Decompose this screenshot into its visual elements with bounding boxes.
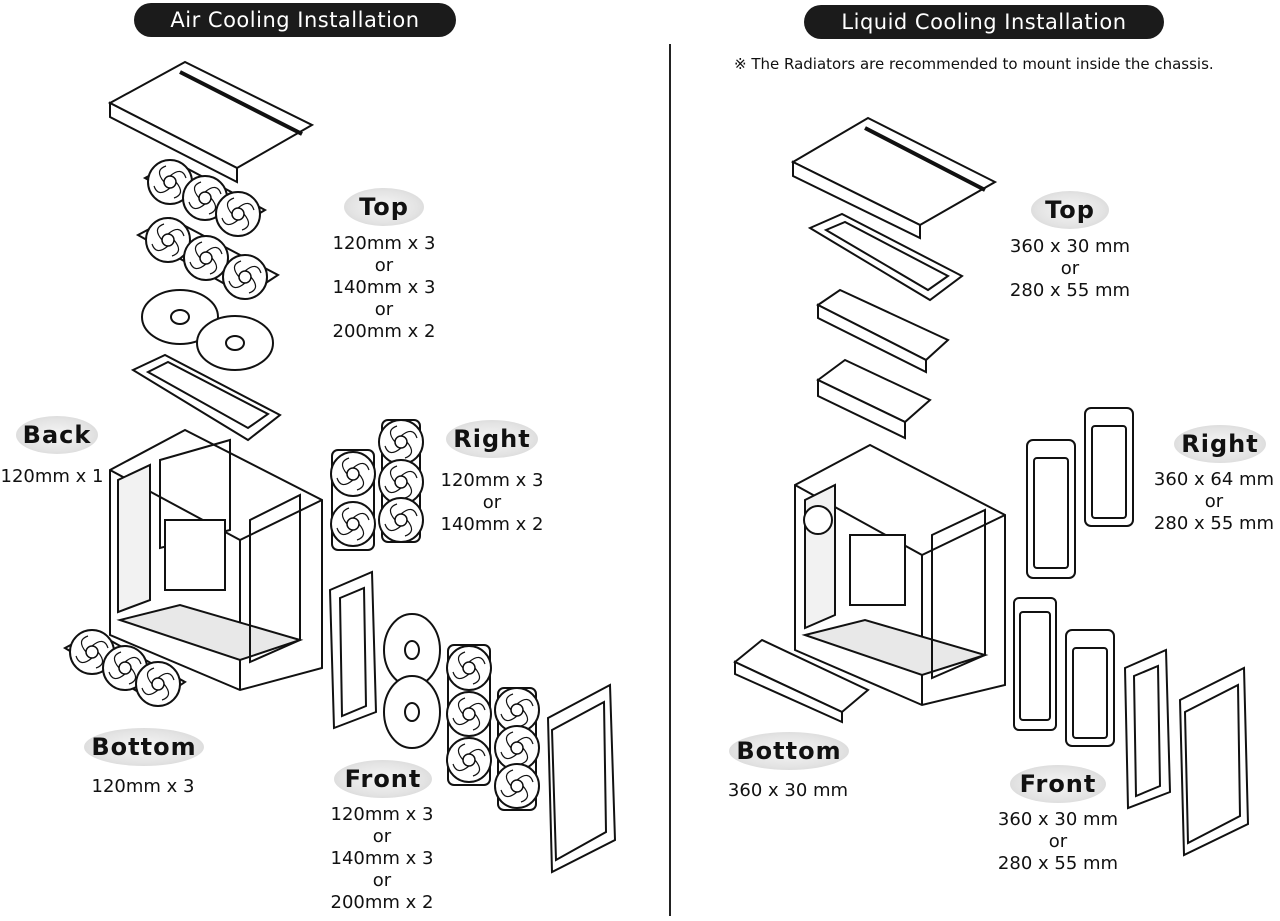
air-front-spec-line: 200mm x 2 [330,892,434,913]
liquid-right-label: Right [1174,425,1266,463]
liquid-right-spec-line: or [1204,491,1224,512]
air-top-spec-line: 120mm x 3 [332,233,436,254]
liquid-front-radiators-drawing [1013,597,1115,747]
air-front-fans-200mm-drawing [383,613,441,749]
air-right-spec-line: 140mm x 2 [440,514,544,535]
air-right-label: Right [446,420,538,458]
air-bottom-label: Bottom [84,728,204,766]
liquid-cooling-title: Liquid Cooling Installation [804,5,1164,39]
liquid-front-specs: 360 x 30 mm or 280 x 55 mm [986,809,1130,875]
air-back-specs: 120mm x 1 [0,466,104,488]
air-top-spec-line: 200mm x 2 [332,321,436,342]
air-bottom-specs: 120mm x 3 [80,776,206,798]
air-right-fans-drawing [330,419,424,551]
liquid-top-spec-line: 280 x 55 mm [1009,280,1131,301]
liquid-bottom-label: Bottom [729,732,849,770]
liquid-right-radiators-drawing [1026,407,1134,579]
liquid-top-label: Top [1031,191,1109,229]
air-back-spec-line: 120mm x 1 [0,466,104,487]
liquid-front-spec-line: 360 x 30 mm [997,809,1119,830]
air-right-spec-line: or [482,492,502,513]
air-chassis-drawing [109,428,323,692]
liquid-top-specs: 360 x 30 mm or 280 x 55 mm [996,236,1144,302]
air-front-bracket-drawing [328,570,378,730]
liquid-front-panel-drawing [1178,666,1250,857]
air-front-spec-line: 120mm x 3 [330,804,434,825]
liquid-bottom-radiator-drawing [733,638,870,724]
air-top-fans-140mm-drawing [135,216,280,300]
air-top-spec-line: or [374,255,394,276]
air-right-spec-line: 120mm x 3 [440,470,544,491]
air-top-spec-line: 140mm x 3 [332,277,436,298]
air-top-fans-200mm-drawing [141,289,274,371]
air-front-panel-drawing [546,683,617,874]
liquid-mount-note: ※ The Radiators are recommended to mount… [734,55,1214,73]
air-front-spec-line: or [372,870,392,891]
air-top-bracket-drawing [130,353,282,442]
air-cooling-title: Air Cooling Installation [134,3,456,37]
air-front-specs: 120mm x 3 or 140mm x 3 or 200mm x 2 [316,804,448,914]
liquid-front-bracket-drawing [1123,648,1172,810]
liquid-top-radiator-360-drawing [816,288,950,374]
air-top-panel-drawing [107,60,315,184]
liquid-top-spec-line: or [1060,258,1080,279]
liquid-chassis-drawing [794,443,1006,707]
liquid-front-spec-line: 280 x 55 mm [997,853,1119,874]
air-bottom-fans-drawing [62,629,187,707]
liquid-top-spec-line: 360 x 30 mm [1009,236,1131,257]
air-back-label: Back [16,416,98,454]
air-top-specs: 120mm x 3 or 140mm x 3 or 200mm x 2 [318,233,450,343]
air-front-label: Front [334,760,432,798]
air-right-specs: 120mm x 3 or 140mm x 2 [426,470,558,536]
air-front-spec-line: or [372,826,392,847]
liquid-bottom-specs: 360 x 30 mm [718,780,858,802]
liquid-front-label: Front [1010,765,1106,803]
air-top-fans-120mm-drawing [142,159,268,237]
air-top-spec-line: or [374,299,394,320]
liquid-right-spec-line: 360 x 64 mm [1153,469,1275,490]
air-front-fans-140mm-drawing [446,644,540,811]
liquid-bottom-spec-line: 360 x 30 mm [727,780,849,801]
liquid-top-radiator-280-drawing [816,358,932,440]
liquid-right-specs: 360 x 64 mm or 280 x 55 mm [1150,469,1278,535]
section-divider [669,44,671,916]
air-front-spec-line: 140mm x 3 [330,848,434,869]
liquid-top-panel-drawing [790,116,998,240]
liquid-top-bracket-drawing [807,212,964,302]
liquid-right-spec-line: 280 x 55 mm [1153,513,1275,534]
air-top-label: Top [344,188,424,226]
air-bottom-spec-line: 120mm x 3 [91,776,195,797]
liquid-front-spec-line: or [1048,831,1068,852]
